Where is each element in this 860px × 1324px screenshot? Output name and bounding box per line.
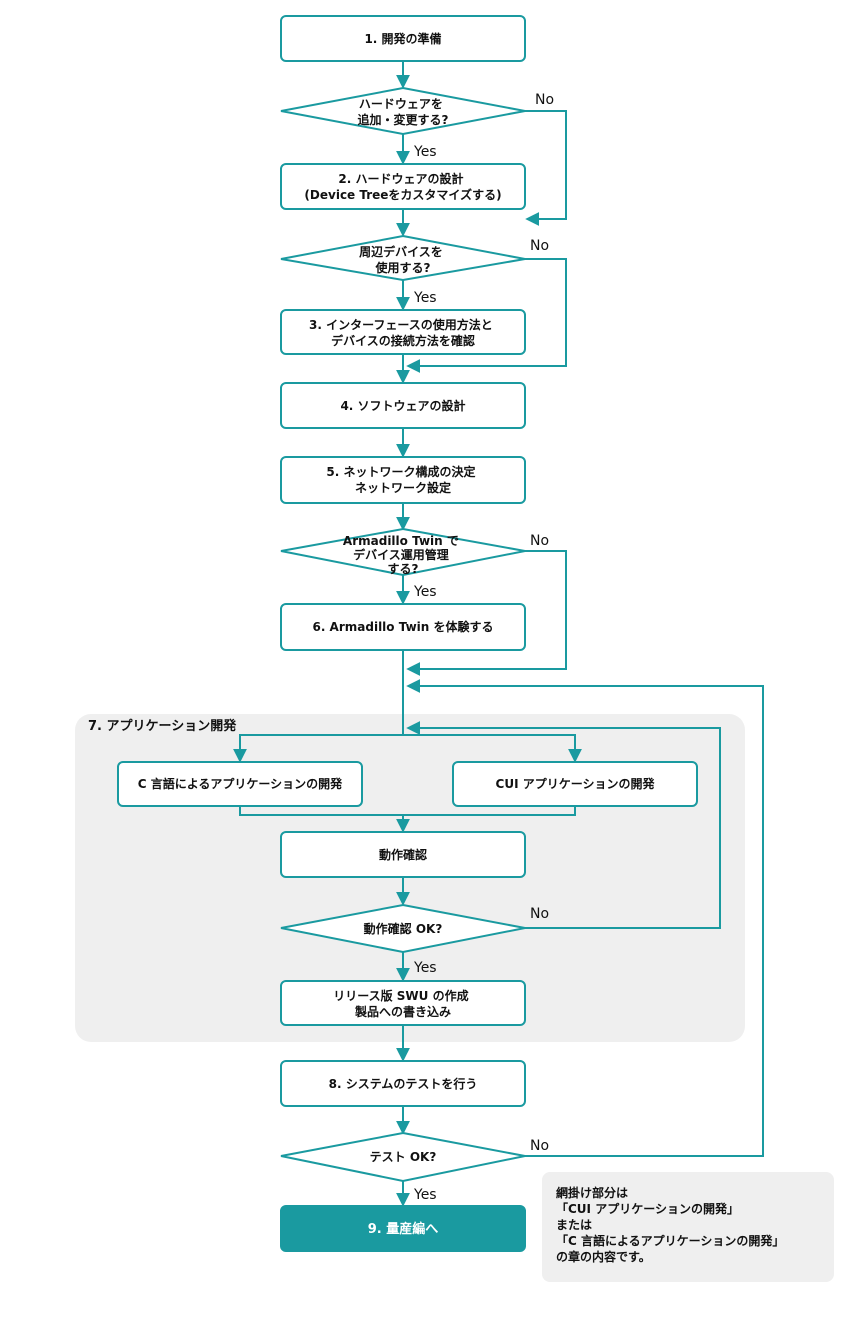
step3-label: 3. インターフェースの使用方法と デバイスの接続方法を確認 bbox=[309, 317, 497, 348]
release-box bbox=[280, 980, 526, 1026]
no-label: No bbox=[535, 92, 554, 108]
decision-devices bbox=[280, 234, 526, 282]
connectors bbox=[233, 61, 764, 1207]
step6-box bbox=[280, 603, 526, 651]
no-label: No bbox=[530, 1138, 549, 1154]
section7-title: 7. アプリケーション開発 bbox=[88, 718, 237, 734]
step9-label: 9. 量産編へ bbox=[368, 1221, 439, 1237]
c-app-box bbox=[117, 761, 363, 807]
step3-box bbox=[280, 309, 526, 355]
step5-label: 5. ネットワーク構成の決定 ネットワーク設定 bbox=[326, 464, 479, 495]
step8-box bbox=[280, 1060, 526, 1107]
no-label: No bbox=[530, 238, 549, 254]
step1-label: 1. 開発の準備 bbox=[364, 31, 441, 46]
yes-label: Yes bbox=[413, 1187, 437, 1203]
verify-box bbox=[280, 831, 526, 878]
decision-hardware bbox=[280, 86, 526, 136]
step4-box bbox=[280, 382, 526, 429]
step1-box bbox=[280, 15, 526, 62]
step2-box bbox=[280, 163, 526, 210]
yes-label: Yes bbox=[413, 960, 437, 976]
cui-app-box bbox=[452, 761, 698, 807]
decision-armadillo-twin-label: Armadillo Twin で デバイス運用管理 する? bbox=[343, 534, 463, 576]
decision-test-ok-label: テスト OK? bbox=[370, 1150, 437, 1164]
c-app-label: C 言語によるアプリケーションの開発 bbox=[138, 776, 343, 791]
no-label: No bbox=[530, 533, 549, 549]
decision-test-ok bbox=[280, 1131, 526, 1183]
step6-label: 6. Armadillo Twin を体験する bbox=[312, 619, 493, 634]
step9-box bbox=[280, 1205, 526, 1252]
decision-verify-ok bbox=[280, 903, 526, 954]
step2-label: 2. ハードウェアの設計 (Device Treeをカスタマイズする) bbox=[304, 171, 501, 202]
yes-label: Yes bbox=[413, 144, 437, 160]
yes-label: Yes bbox=[413, 290, 437, 306]
step5-box bbox=[280, 456, 526, 504]
yes-label: Yes bbox=[413, 584, 437, 600]
note-text: 網掛け部分は 「CUI アプリケーションの開発」 または 「C 言語によるアプリ… bbox=[556, 1185, 789, 1264]
step4-label: 4. ソフトウェアの設計 bbox=[340, 398, 465, 413]
verify-label: 動作確認 bbox=[379, 847, 427, 862]
decision-armadillo-twin bbox=[280, 527, 526, 577]
no-label: No bbox=[530, 906, 549, 922]
step8-label: 8. システムのテストを行う bbox=[329, 1076, 478, 1091]
decision-hardware-label: ハードウェアを 追加・変更する? bbox=[358, 97, 449, 127]
decision-devices-label: 周辺デバイスを 使用する? bbox=[359, 244, 447, 275]
note-background bbox=[542, 1172, 834, 1282]
release-label: リリース版 SWU の作成 製品への書き込み bbox=[333, 988, 473, 1019]
decision-verify-ok-label: 動作確認 OK? bbox=[364, 921, 443, 936]
cui-app-label: CUI アプリケーションの開発 bbox=[496, 776, 656, 791]
